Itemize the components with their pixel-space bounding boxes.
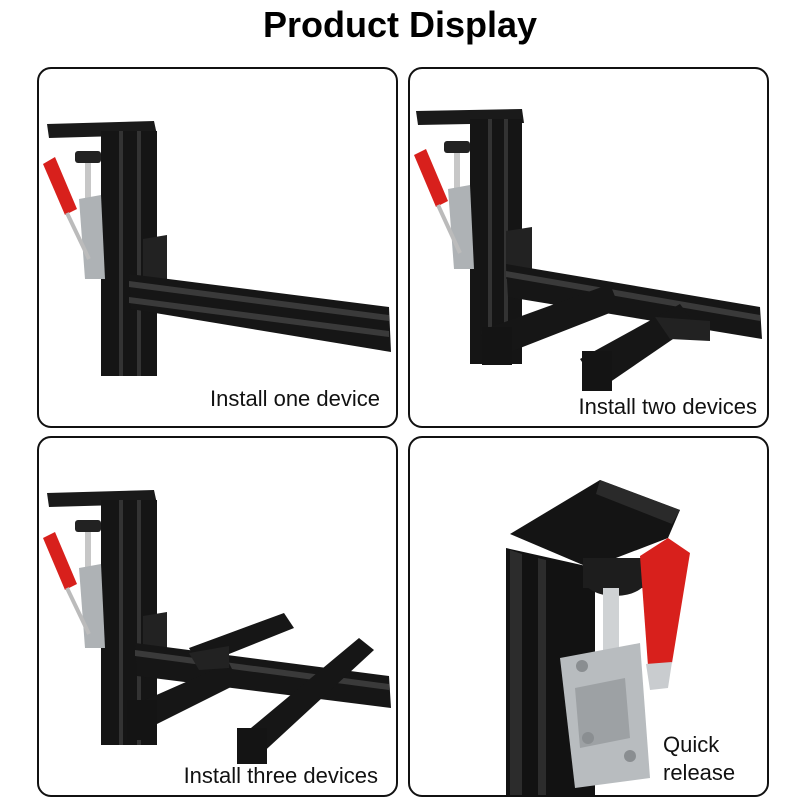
caption-install-two-devices: Install two devices [578,394,757,419]
bracket-three-arms-image [43,490,391,764]
caption-install-three-devices: Install three devices [183,763,378,788]
panel-quick-release: Quick release [408,436,769,797]
page-title: Product Display [262,4,538,45]
caption-quick-release: Quick release [663,731,753,787]
clamp-closeup-image [506,480,690,795]
caption-install-one-device: Install one device [210,386,380,411]
panel-install-one-device: Install one device [37,67,398,428]
panel-install-three-devices: Install three devices [37,436,398,797]
caption-quick-release-line2: release [663,760,736,785]
panel-install-two-devices: Install two devices [408,67,769,428]
bracket-two-arms-image [414,109,762,391]
bracket-one-arm-image [43,121,391,376]
caption-quick-release-line1: Quick [663,732,720,757]
